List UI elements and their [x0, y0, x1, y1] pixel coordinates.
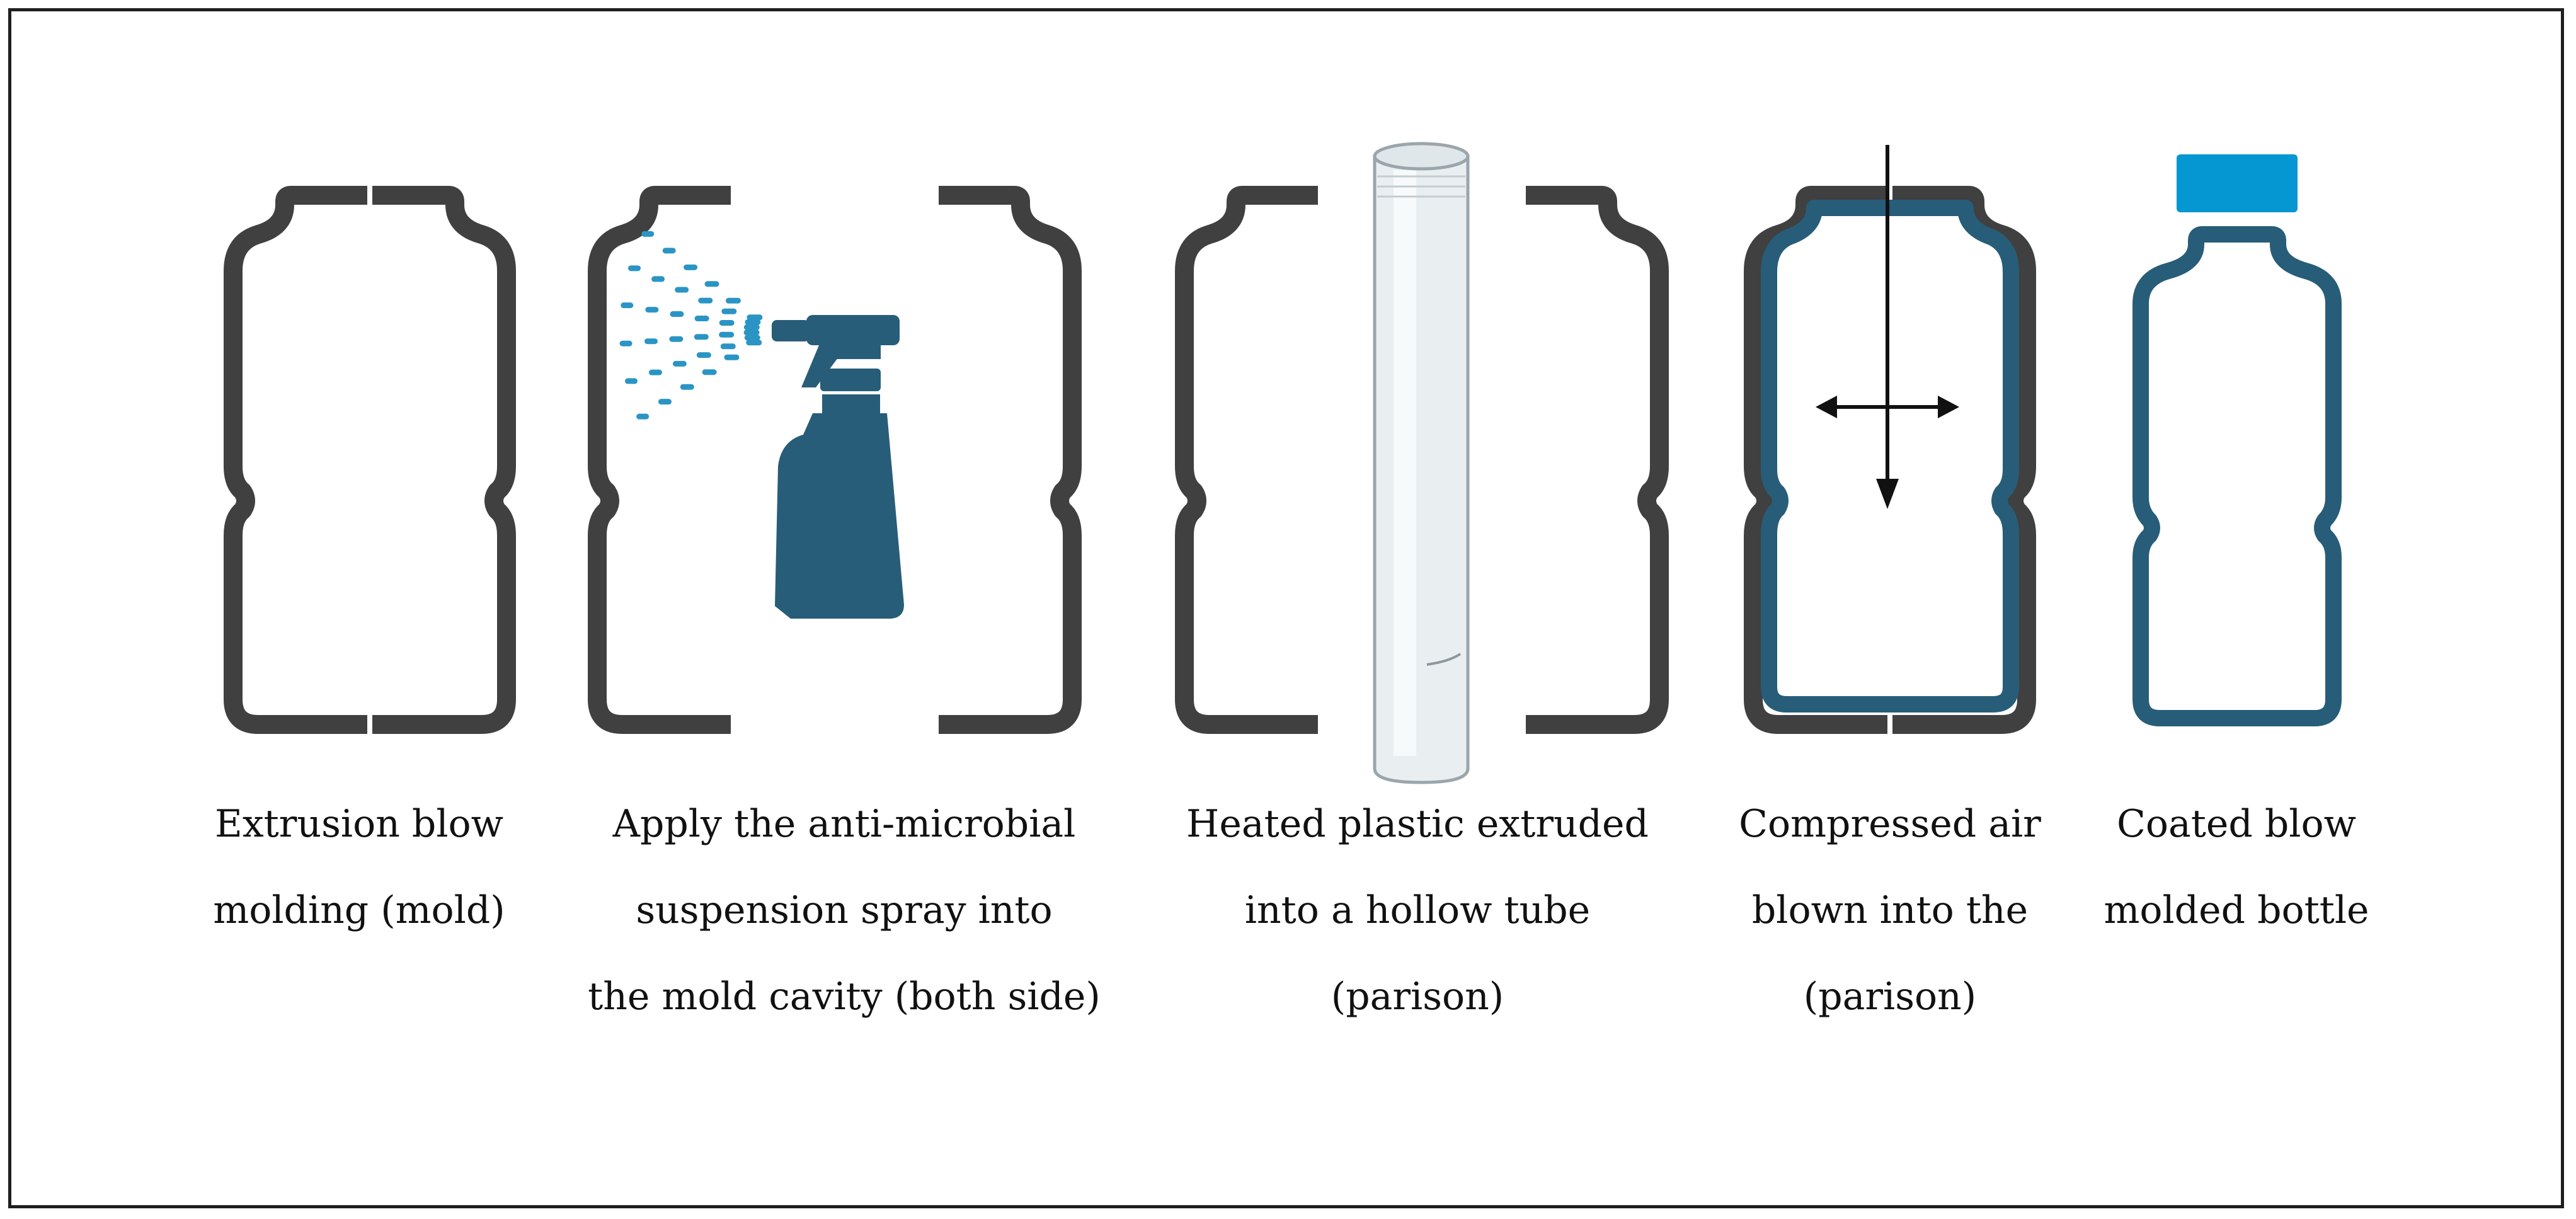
caption-line: the mold cavity (both side) [588, 975, 1101, 1019]
caption-line: molded bottle [2104, 888, 2369, 932]
caption-line: suspension spray into [636, 888, 1053, 932]
step-1-mold [224, 186, 516, 734]
caption-line: Extrusion blow [215, 802, 503, 846]
caption-line: Coated blow [2117, 802, 2356, 846]
compressed-air-arrows-icon [1816, 145, 1959, 509]
parison-tube-icon [1373, 142, 1470, 784]
caption-line: (parison) [1803, 975, 1977, 1019]
caption-line: blown into the [1751, 888, 2029, 932]
caption-heated-plastic-parison: Heated plastic extruded into a hollow tu… [1165, 781, 1669, 1040]
caption-line: molding (mold) [213, 888, 505, 932]
caption-compressed-air: Compressed air blown into the (parison) [1714, 781, 2066, 1040]
caption-line: (parison) [1331, 975, 1504, 1019]
caption-line: Compressed air [1739, 802, 2041, 846]
caption-line: Heated plastic extruded [1186, 802, 1649, 846]
mold-left-half-icon [224, 186, 367, 734]
step-4-compressed-air [1744, 145, 2036, 734]
mold-right-half-icon [372, 186, 516, 734]
caption-extrusion-blow-molding: Extrusion blow molding (mold) [208, 781, 510, 954]
step-5-coated-bottle [2132, 154, 2342, 726]
spray-bottle-icon [772, 315, 904, 619]
coated-bottle-icon [2132, 226, 2342, 726]
step-3-parison [1175, 142, 1669, 784]
mold-left-half-open-icon [1175, 186, 1318, 734]
mold-left-half-open-icon [588, 186, 731, 734]
caption-coated-bottle: Coated blow molded bottle [2079, 781, 2394, 954]
mold-right-half-icon [1892, 186, 2036, 734]
caption-line: Apply the anti-microbial [612, 802, 1076, 846]
bottle-cap-icon [2177, 154, 2298, 212]
spray-mist-icon [619, 231, 763, 420]
coating-layer-icon [1761, 200, 2019, 713]
caption-line: into a hollow tube [1244, 888, 1591, 932]
caption-apply-spray: Apply the anti-microbial suspension spra… [567, 781, 1121, 1040]
step-2-spray [588, 186, 1082, 734]
mold-left-half-icon [1744, 186, 1887, 734]
mold-right-half-open-icon [939, 186, 1082, 734]
mold-right-half-open-icon [1526, 186, 1669, 734]
